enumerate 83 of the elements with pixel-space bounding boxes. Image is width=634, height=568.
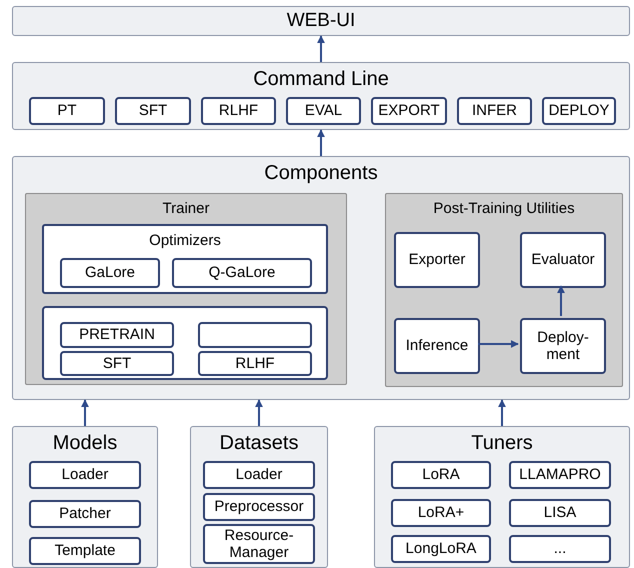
label-box — [457, 97, 532, 125]
panel-heading: Trainer — [162, 200, 210, 219]
box-label: Deploy- ment — [536, 328, 590, 364]
label-box — [201, 97, 276, 125]
label-box — [29, 461, 141, 489]
box-label: Exporter — [408, 251, 466, 269]
label-box — [520, 232, 606, 288]
label-box — [115, 97, 191, 125]
box-label: Preprocessor — [213, 498, 305, 516]
label-box — [203, 461, 315, 489]
group-box — [42, 224, 328, 294]
box-label: Loader — [60, 466, 110, 484]
arrow — [317, 129, 325, 156]
panel-heading: Tuners — [470, 431, 534, 456]
label-box — [172, 258, 312, 288]
box-label: DEPLOY — [548, 102, 610, 120]
label-box — [29, 500, 141, 528]
label-box — [60, 351, 174, 376]
label-box — [394, 318, 480, 374]
box-label: WEB-UI — [286, 8, 356, 33]
panel — [12, 62, 630, 130]
panel — [374, 426, 630, 568]
box-label: PRETRAIN — [78, 326, 156, 344]
label-box — [391, 535, 491, 563]
box-label: ... — [552, 540, 568, 558]
label-box — [391, 499, 491, 527]
label-box — [286, 97, 361, 125]
arrow — [498, 399, 506, 426]
box-label: PT — [56, 102, 78, 120]
panel-heading: Optimizers — [148, 232, 222, 251]
empty-box — [42, 306, 328, 380]
box-label: Resource- Manager — [223, 526, 295, 562]
box-label: GaLore — [84, 264, 136, 282]
panel — [385, 193, 623, 387]
label-box — [542, 97, 616, 125]
box-label: LongLoRA — [404, 540, 478, 558]
empty-box — [198, 322, 312, 348]
arrow — [478, 340, 519, 348]
label-box — [520, 318, 606, 374]
box-label: RLHF — [218, 102, 260, 120]
panel — [12, 156, 630, 400]
box-label: Loader — [234, 466, 284, 484]
label-box — [391, 461, 491, 489]
box-label: EXPORT — [377, 102, 441, 120]
arrow — [317, 35, 325, 62]
box-label: Patcher — [58, 505, 112, 523]
panel — [25, 193, 347, 385]
panel-heading: Datasets — [218, 431, 300, 456]
box-label: Template — [54, 542, 116, 560]
label-box — [60, 258, 160, 288]
label-box — [509, 535, 611, 563]
panel-heading: Models — [52, 431, 118, 456]
box-label: Inference — [404, 337, 470, 355]
label-box — [509, 499, 611, 527]
arrow — [557, 285, 565, 316]
label-box — [509, 461, 611, 489]
label-box — [29, 97, 105, 125]
label-box — [198, 351, 312, 376]
arrow — [255, 399, 263, 426]
box-label: Q-GaLore — [208, 264, 276, 282]
label-box — [203, 493, 315, 521]
box-label: LoRA+ — [416, 504, 466, 522]
label-box — [12, 6, 630, 36]
label-box — [60, 322, 174, 348]
box-label: RLHF — [234, 354, 276, 372]
box-label: LLAMAPRO — [518, 466, 602, 484]
panel — [190, 426, 328, 568]
box-label: Evaluator — [530, 251, 596, 269]
panel-heading: Post-Training Utilities — [432, 200, 576, 219]
label-box — [394, 232, 480, 288]
box-label: SFT — [138, 102, 168, 120]
box-label: INFER — [471, 102, 518, 120]
label-box — [29, 537, 141, 565]
arrow — [81, 399, 89, 426]
box-label: EVAL — [304, 102, 344, 120]
label-box — [371, 97, 447, 125]
box-label: LoRA — [421, 466, 461, 484]
box-label: SFT — [102, 354, 132, 372]
label-box — [203, 524, 315, 564]
panel-heading: Components — [263, 161, 379, 186]
panel — [12, 426, 158, 568]
box-label: LISA — [542, 504, 578, 522]
panel-heading: Command Line — [252, 67, 390, 92]
